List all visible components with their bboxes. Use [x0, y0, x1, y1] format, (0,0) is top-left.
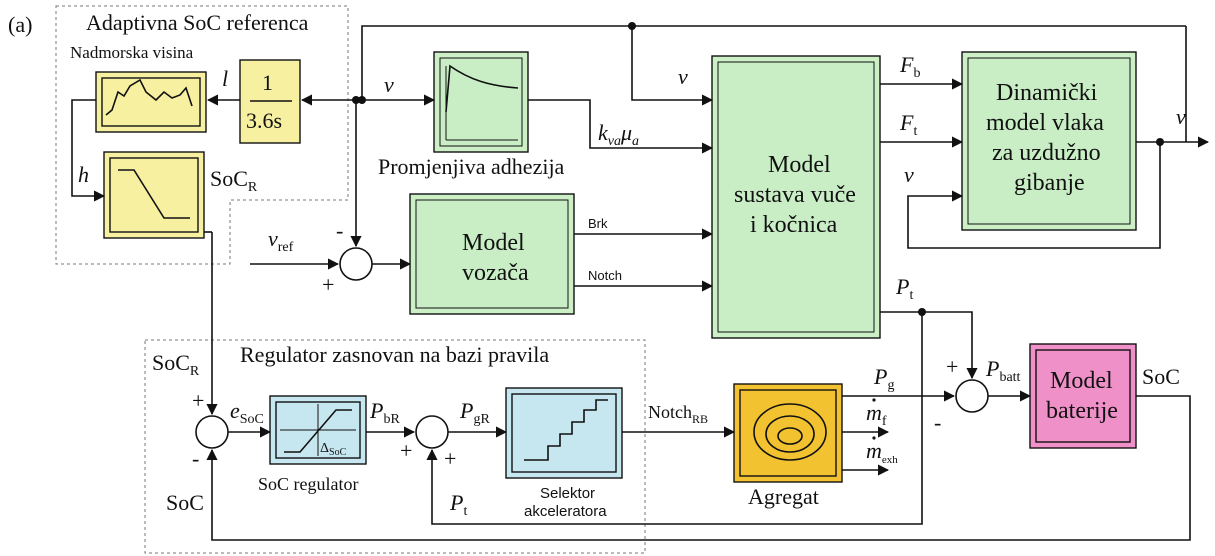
- mf-dot: [872, 398, 876, 402]
- signal-pbr: PbR: [369, 398, 400, 427]
- panel-label: (a): [8, 12, 32, 37]
- integrator-block: 1 3.6s: [239, 59, 301, 144]
- signal-h: h: [78, 162, 89, 187]
- train-model-line3: za uzdužno: [992, 140, 1101, 166]
- rule-regulator-group-border: [144, 339, 646, 554]
- signal-pt-traction: Pt: [895, 274, 913, 303]
- junction-dot: [358, 96, 366, 104]
- signal-soc-left: SoC: [166, 490, 204, 515]
- sign-minus-soc: -: [192, 446, 199, 471]
- signal-v-feedback: v: [904, 162, 914, 187]
- signal-pt-bottom: Pt: [449, 490, 467, 519]
- junction-dot: [918, 308, 926, 316]
- signal-ft: Ft: [899, 110, 917, 139]
- sum-vref: [339, 247, 373, 281]
- signal-pgr: PgR: [459, 398, 490, 427]
- traction-model-line2: sustava vuče: [734, 182, 856, 208]
- soc-reference-lookup-block: [103, 151, 205, 239]
- sum-soc-error: [195, 415, 229, 449]
- junction-dot: [1156, 138, 1164, 146]
- sign-minus-vref: -: [336, 218, 343, 243]
- sign-minus-pbatt: -: [934, 410, 941, 435]
- sign-plus-pbr: +: [400, 438, 412, 463]
- signal-soc-r-left: SoCR: [152, 350, 200, 379]
- battery-line2: baterije: [1046, 398, 1118, 424]
- signal-esoc: eSoC: [230, 398, 264, 427]
- signal-soc-r-top: SoCR: [210, 166, 258, 195]
- driver-model-block: Model vozača: [409, 193, 575, 315]
- train-model-line4: gibanje: [1014, 170, 1085, 196]
- signal-notch: Notch: [588, 268, 622, 283]
- sign-plus-soc: +: [192, 388, 204, 413]
- signal-brk: Brk: [588, 216, 608, 231]
- adhesion-block: Promjenjiva adhezija: [378, 51, 565, 179]
- driver-model-line1: Model: [462, 230, 525, 256]
- train-model-line2: model vlaka: [986, 110, 1104, 136]
- signal-v-top: v: [384, 72, 394, 97]
- soc-regulator-label: SoC regulator: [258, 474, 359, 494]
- train-dynamics-block: Dinamički model vlaka za uzdužno gibanje: [961, 51, 1137, 231]
- traction-model-line1: Model: [768, 152, 831, 178]
- traction-braking-model-block: Model sustava vuče i kočnica: [711, 55, 881, 339]
- signal-notch-rb: NotchRB: [648, 402, 708, 426]
- sum-pgr: [415, 415, 449, 449]
- adaptive-soc-group-border: [55, 5, 349, 265]
- signal-vref: vref: [268, 226, 294, 255]
- signal-v-traction: v: [678, 64, 688, 89]
- traction-model-line3: i kočnica: [750, 212, 838, 238]
- genset-label: Agregat: [748, 484, 819, 509]
- signal-l: l: [222, 66, 228, 91]
- sign-plus-pbatt: +: [946, 354, 958, 379]
- integrator-numerator: 1: [262, 70, 273, 95]
- selector-line2: akceleratora: [524, 503, 607, 520]
- rule-regulator-group-title: Regulator zasnovan na bazi pravila: [240, 342, 549, 367]
- adhesion-label: Promjenjiva adhezija: [378, 154, 565, 179]
- signal-v-out: v: [1176, 104, 1186, 129]
- accelerator-selector-block: Selektor akceleratora: [505, 387, 623, 520]
- battery-line1: Model: [1050, 368, 1113, 394]
- signal-mexh: mexh: [866, 438, 898, 466]
- adaptive-soc-group-title: Adaptivna SoC referenca: [86, 10, 309, 35]
- driver-model-line2: vozača: [462, 260, 529, 286]
- altitude-label: Nadmorska visina: [70, 43, 194, 62]
- train-model-line1: Dinamički: [996, 80, 1098, 106]
- integrator-denominator: 3.6s: [246, 108, 282, 133]
- genset-block: Agregat: [733, 383, 843, 509]
- junction-dot: [352, 96, 360, 104]
- signal-pg: Pg: [873, 364, 894, 393]
- battery-model-block: Model baterije: [1029, 343, 1137, 449]
- sign-plus-pt: +: [444, 446, 456, 471]
- soc-regulator-block: ΔSoC SoC regulator: [258, 395, 367, 494]
- sign-plus-vref: +: [322, 272, 334, 297]
- altitude-lookup-block: Nadmorska visina: [70, 43, 207, 133]
- signal-mf: mf: [866, 400, 887, 429]
- delta-soc-label: ΔSoC: [320, 441, 347, 458]
- sum-pbatt: [955, 379, 989, 413]
- junction-dot: [628, 22, 636, 30]
- signal-k-mu: kvaμa: [598, 120, 639, 149]
- signal-pbatt: Pbatt: [985, 356, 1021, 385]
- signal-soc-out: SoC: [1142, 364, 1180, 389]
- mexh-dot: [872, 436, 876, 440]
- signal-fb: Fb: [899, 52, 920, 81]
- selector-line1: Selektor: [540, 485, 595, 502]
